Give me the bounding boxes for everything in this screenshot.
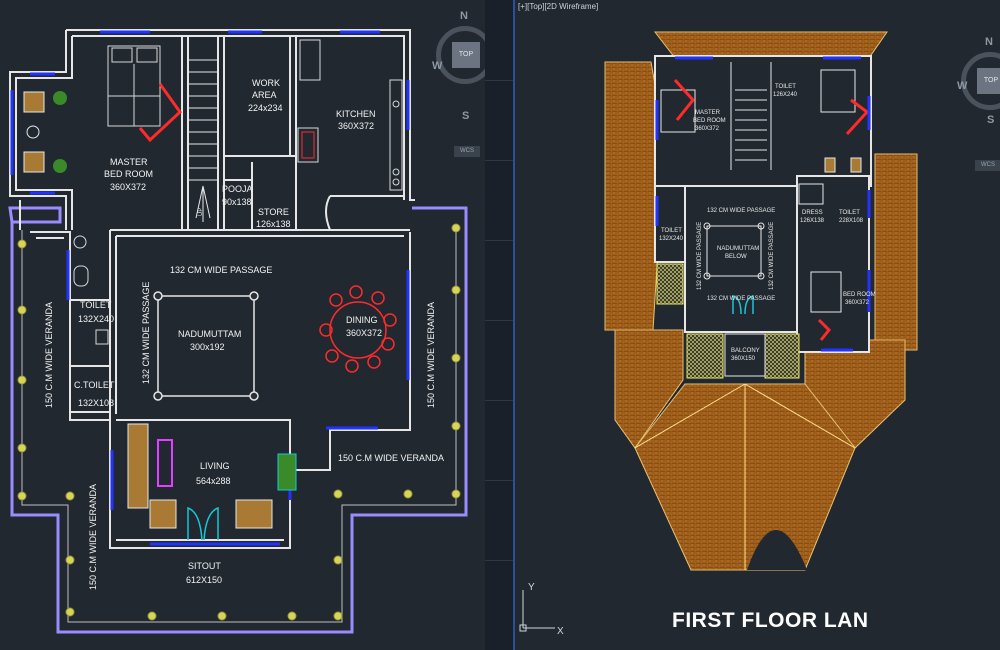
nadumuttam-label-2: 300x192 — [190, 342, 225, 352]
pooja-label-1: POOJA — [222, 184, 253, 194]
store-label-2: 126x138 — [256, 219, 291, 229]
viewport-controls-label[interactable]: [+][Top][2D Wireframe] — [518, 2, 599, 11]
first-floor-plan: MASTER BED ROOM 360X372 TOILET 126X240 T… — [519, 31, 918, 632]
dining-label-2: 360X372 — [346, 328, 382, 338]
windows-ground — [10, 30, 410, 546]
sitout-label-1: SITOUT — [188, 561, 221, 571]
first-floor-title: FIRST FLOOR LAN — [672, 609, 869, 632]
ground-floor-plan: UP — [8, 29, 468, 634]
nadumuttam-label-1: NADUMUTTAM — [178, 329, 241, 339]
c-toilet-label-1: C.TOILET — [74, 380, 115, 390]
veranda-boundary — [8, 206, 468, 634]
viewcube-right-north[interactable]: N — [985, 36, 993, 48]
ff-toilet-left-label-2: 132X240 — [659, 236, 684, 242]
veranda-columns — [17, 223, 461, 621]
ground-master-label-2: BED ROOM — [104, 169, 153, 179]
ucs-y-axis-label: Y — [528, 582, 535, 593]
staircase — [188, 59, 218, 222]
toilet-label-2: 132X240 — [78, 314, 114, 324]
ff-passage-bottom-label: 132 CM WIDE PASSAGE — [707, 296, 775, 302]
ff-passage-top-label: 132 CM WIDE PASSAGE — [707, 208, 775, 214]
left-viewport[interactable]: UP — [0, 0, 485, 650]
ff-master-label-3: 360X372 — [695, 126, 720, 132]
ff-balcony-label-2: 360X150 — [731, 356, 756, 362]
kitchen-label-2: 360X372 — [338, 121, 374, 131]
ff-bedroom-label-2: 360X372 — [845, 300, 870, 306]
veranda-left-label: 150 C.M WIDE VERANDA — [44, 302, 54, 408]
roof-tiles — [604, 31, 918, 571]
ff-balcony-label-1: BALCONY — [731, 348, 760, 354]
ff-bedroom-label-1: BED ROOM — [843, 292, 876, 298]
master-bed — [107, 45, 161, 127]
right-viewport[interactable]: [+][Top][2D Wireframe] — [515, 0, 1000, 650]
store-label-1: STORE — [258, 207, 289, 217]
stair-up-label: UP — [198, 208, 204, 216]
ucs-menu-left[interactable]: WCS — [454, 146, 480, 157]
ff-toilet-top-label-1: TOILET — [775, 84, 796, 90]
ff-toilet-left-label-1: TOILET — [661, 228, 682, 234]
main-door — [187, 506, 219, 541]
viewcube-south[interactable]: S — [462, 110, 470, 122]
c-toilet-label-2: 132X108 — [78, 398, 114, 408]
dining-label-1: DINING — [346, 315, 378, 325]
work-area-label-2: AREA — [252, 90, 277, 100]
living-label-2: 564x288 — [196, 476, 231, 486]
walls-first — [654, 55, 872, 353]
ground-master-label-1: MASTER — [110, 157, 148, 167]
ucs-menu-right[interactable]: WCS — [975, 160, 1000, 171]
pooja-label-2: 90x138 — [222, 197, 252, 207]
nadumuttam-court — [153, 291, 259, 401]
ground-master-label-3: 360X372 — [110, 182, 146, 192]
work-area-label-1: WORK — [252, 78, 280, 88]
viewcube-right-west[interactable]: W — [957, 80, 968, 92]
ff-master-label-1: MASTER — [695, 110, 721, 116]
walls-ground — [9, 29, 415, 549]
ff-dress-label-2: 126X138 — [800, 218, 825, 224]
roof-cutout — [747, 530, 807, 570]
viewcube-left[interactable]: N W S TOP WCS — [430, 6, 485, 157]
veranda-bottom-right-label: 150 C.M WIDE VERANDA — [338, 453, 444, 463]
ff-toilet-right-label-2: 228X108 — [839, 218, 864, 224]
viewcube-right-top-face[interactable]: TOP — [977, 68, 1000, 94]
sitout-label-2: 612X150 — [186, 575, 222, 585]
kitchen-fixtures — [297, 39, 403, 191]
active-viewport-border — [513, 0, 515, 650]
living-furniture — [127, 423, 297, 529]
work-area-label-3: 224x234 — [248, 103, 283, 113]
dining-table — [319, 285, 397, 373]
ucs-x-axis-label: X — [557, 626, 564, 637]
viewcube-top-face[interactable]: TOP — [452, 42, 480, 68]
passage-label: 132 CM WIDE PASSAGE — [170, 265, 272, 275]
ff-nadumuttam-label-1: NADUMUTTAM — [717, 246, 759, 252]
ff-passage-left-label: 132 CM WIDE PASSAGE — [697, 222, 703, 290]
veranda-right-label: 150 C.M WIDE VERANDA — [426, 302, 436, 408]
windows-first — [655, 56, 871, 352]
ff-master-label-2: BED ROOM — [693, 118, 726, 124]
veranda-bottom-left-label: 150 C.M WIDE VERANDA — [88, 484, 98, 590]
master-door-arrow — [138, 83, 182, 143]
toilet-label-1: TOILET — [80, 300, 112, 310]
ff-dress-label-1: DRESS — [802, 210, 823, 216]
ff-toilet-top-label-2: 126X240 — [773, 92, 798, 98]
passage-vertical-label: 132 CM WIDE PASSAGE — [141, 282, 151, 384]
viewcube-west[interactable]: W — [432, 60, 443, 72]
viewcube-right-south[interactable]: S — [987, 114, 995, 126]
kitchen-label-1: KITCHEN — [336, 109, 376, 119]
living-label-1: LIVING — [200, 461, 230, 471]
ff-nadumuttam-label-2: BELOW — [725, 254, 747, 260]
viewcube-right[interactable]: N W S TOP WCS — [955, 32, 1000, 171]
viewport-splitter[interactable] — [485, 0, 515, 650]
viewcube-north[interactable]: N — [460, 10, 468, 22]
ff-passage-right-label: 132 CM WIDE PASSAGE — [769, 222, 775, 290]
ff-toilet-right-label-1: TOILET — [839, 210, 860, 216]
